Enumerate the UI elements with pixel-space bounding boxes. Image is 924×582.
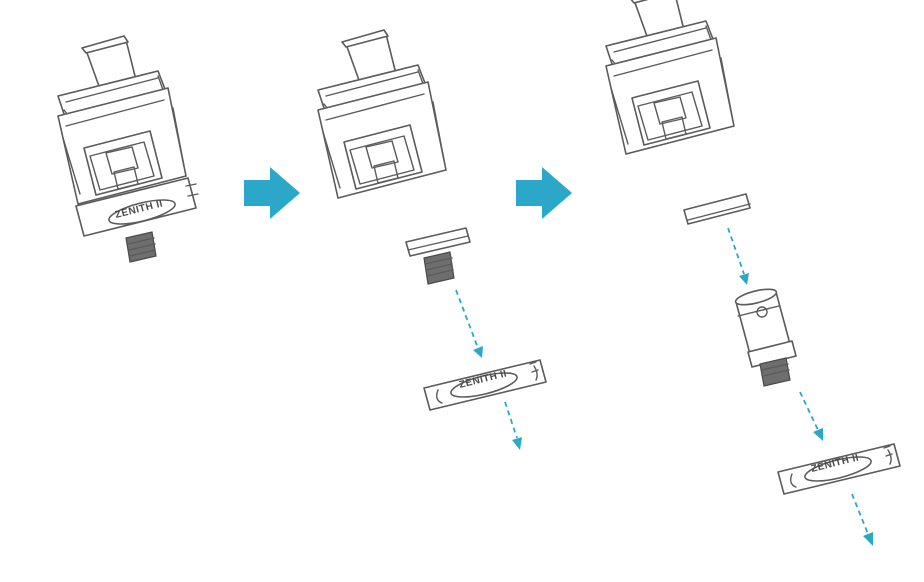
dashed-guide-5: [851, 493, 869, 535]
arrow-down-icon-1: [473, 346, 483, 358]
step-remove-coil: ZENITH II: [605, 0, 901, 546]
step-remove-label-ring: ZENITH II: [317, 29, 547, 450]
arrow-down-icon-4: [813, 428, 823, 441]
arrow-right-icon-2: [516, 167, 572, 219]
step-assembled-tank: ZENITH II: [57, 35, 199, 263]
dashed-guide-2: [504, 401, 518, 439]
arrow-down-icon-5: [863, 532, 873, 546]
coil-head: [734, 288, 797, 387]
arrow-down-icon-3: [739, 273, 749, 285]
arrow-right-icon-1: [244, 167, 300, 219]
arrow-down-icon-2: [512, 437, 522, 450]
dashed-guide-3: [727, 227, 745, 275]
dashed-guide-1: [455, 289, 479, 349]
dashed-guide-4: [799, 391, 819, 431]
